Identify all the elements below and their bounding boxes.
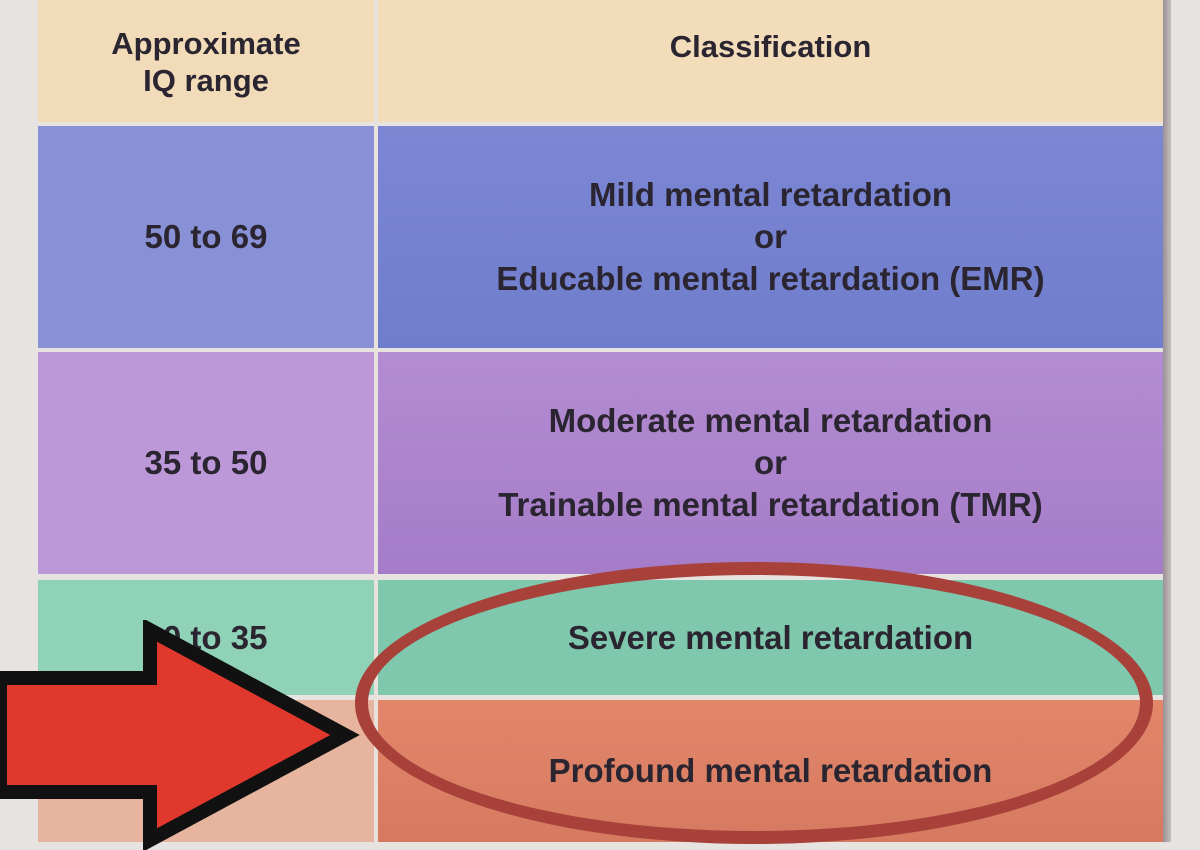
table-edge-shadow bbox=[1163, 0, 1171, 842]
table-row: 35 to 50 Moderate mental retardation or … bbox=[38, 352, 1163, 574]
red-arrow-icon bbox=[0, 620, 360, 850]
classification-cell: Mild mental retardation or Educable ment… bbox=[378, 126, 1163, 348]
highlight-ellipse bbox=[355, 562, 1153, 844]
table-row: 50 to 69 Mild mental retardation or Educ… bbox=[38, 126, 1163, 348]
iq-range-value: 50 to 69 bbox=[144, 218, 268, 255]
classification-line3: Trainable mental retardation (TMR) bbox=[498, 486, 1043, 523]
classification-line3: Educable mental retardation (EMR) bbox=[496, 260, 1045, 297]
classification-cell: Moderate mental retardation or Trainable… bbox=[378, 352, 1163, 574]
iq-range-value: 35 to 50 bbox=[144, 444, 268, 481]
header-iq-range: Approximate IQ range bbox=[38, 0, 374, 122]
header-iq-range-line2: IQ range bbox=[143, 63, 269, 98]
classification-line1: Mild mental retardation bbox=[588, 176, 953, 213]
column-divider bbox=[374, 0, 378, 842]
table-header-row: Approximate IQ range Classification bbox=[38, 0, 1163, 122]
classification-or: or bbox=[754, 218, 787, 255]
header-classification: Classification bbox=[378, 0, 1163, 122]
iq-range-cell: 35 to 50 bbox=[38, 352, 374, 574]
classification-line1: Moderate mental retardation bbox=[548, 402, 993, 439]
header-classification-label: Classification bbox=[669, 29, 872, 64]
iq-range-cell: 50 to 69 bbox=[38, 126, 374, 348]
header-iq-range-line1: Approximate bbox=[111, 26, 301, 61]
classification-or: or bbox=[754, 444, 787, 481]
